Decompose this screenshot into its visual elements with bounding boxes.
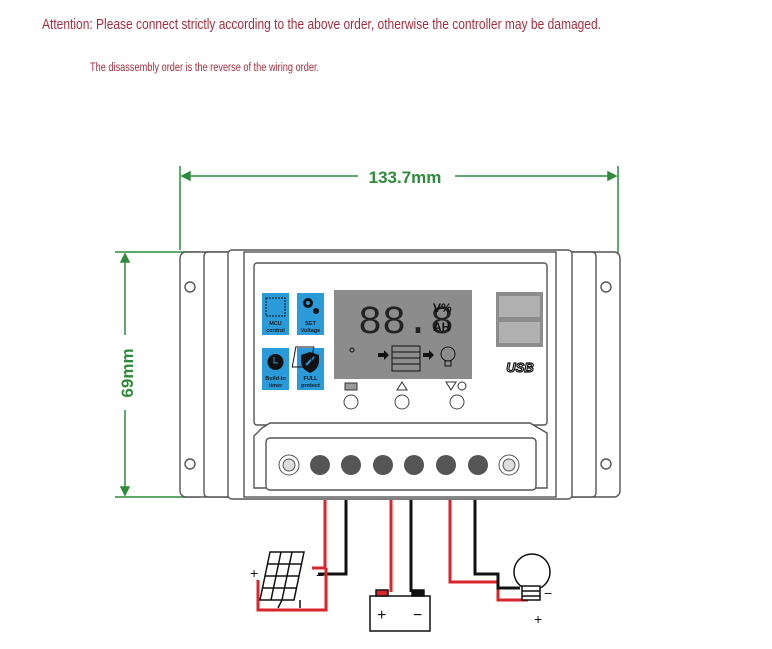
lcd-digits: 88.8: [358, 301, 454, 346]
battery-icon: [391, 345, 421, 372]
usb-logo: USB: [506, 360, 533, 375]
svg-text:timer: timer: [269, 383, 283, 389]
battery-plus: +: [377, 607, 386, 624]
arrow-icon: [378, 350, 389, 360]
usb-ports: [496, 292, 543, 347]
svg-text:protect: protect: [301, 383, 320, 389]
button-icons: [344, 381, 467, 391]
lamp-plus: +: [534, 611, 542, 627]
shield-icon: [301, 352, 319, 373]
up-triangle-icon: [396, 381, 408, 391]
down-triangle-icon: [445, 381, 457, 391]
chip-icon: [265, 297, 286, 317]
width-label: 133.7mm: [369, 168, 442, 187]
wires: [256, 500, 528, 612]
lamp-icon: [513, 553, 551, 601]
contrast-icon: [457, 381, 467, 391]
solar-plus: +: [250, 565, 258, 581]
solar-minus: −: [316, 567, 324, 583]
bulb-icon: [440, 346, 456, 367]
solar-panel-icon: [291, 346, 355, 368]
attention-note: Attention: Please connect strictly accor…: [42, 16, 601, 33]
terminals: [278, 454, 520, 476]
svg-text:MCU: MCU: [269, 321, 282, 327]
lcd-unit-bottom: AH: [433, 320, 450, 334]
battery-icon: [369, 589, 431, 632]
lamp-minus: −: [544, 585, 552, 601]
svg-text:Build-in: Build-in: [265, 376, 286, 382]
svg-text:FULL: FULL: [303, 376, 318, 382]
height-label: 69mm: [118, 348, 137, 397]
lcd-display: 88.8 V% AH: [291, 290, 472, 379]
svg-text:SET: SET: [305, 321, 316, 327]
menu-icon: [344, 382, 358, 391]
svg-text:control: control: [266, 328, 285, 334]
alarm-clock-icon: [267, 354, 284, 370]
battery-minus: −: [413, 607, 422, 624]
arrow-icon: [423, 350, 434, 360]
lcd-unit-top: V%: [433, 301, 452, 315]
down-button[interactable]: [449, 394, 465, 410]
up-button[interactable]: [394, 394, 410, 410]
solar-panel-icon: [259, 551, 305, 609]
svg-text:Voltage: Voltage: [301, 328, 320, 334]
disassembly-note: The disassembly order is the reverse of …: [90, 62, 320, 74]
menu-button[interactable]: [343, 394, 359, 410]
